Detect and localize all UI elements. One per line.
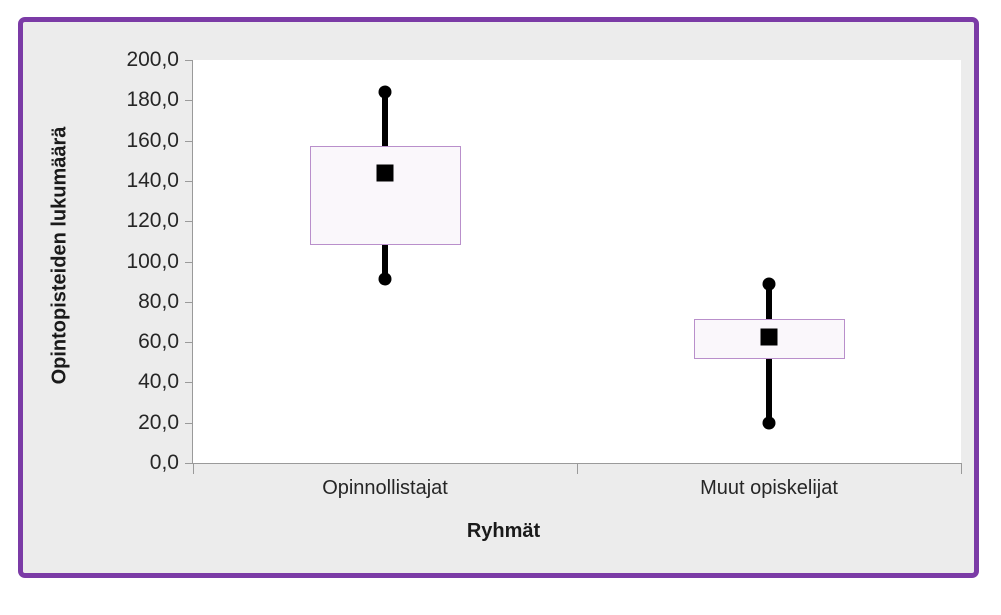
- mean-marker-1: [374, 162, 396, 184]
- value-axis-tick: [185, 382, 193, 384]
- value-axis-tick: [185, 100, 193, 102]
- mean-marker-2: [758, 326, 780, 348]
- category-label-1: Opinnollistajat: [322, 477, 448, 499]
- value-axis-tick-label: 120,0: [126, 209, 179, 233]
- value-axis-tick-label: 200,0: [126, 48, 179, 71]
- whisker-cap-low-1: [378, 272, 392, 286]
- whisker-cap-low-2: [762, 416, 776, 430]
- value-axis-tick-label: 100,0: [126, 249, 179, 273]
- value-axis-tick: [185, 342, 193, 344]
- value-axis-tick-label: 180,0: [126, 88, 179, 112]
- box-1: [309, 145, 461, 246]
- value-axis-tick: [185, 221, 193, 223]
- value-axis-tick: [185, 180, 193, 182]
- value-axis-tick-label: 140,0: [126, 168, 179, 192]
- category-axis-title: Ryhmät: [466, 520, 541, 542]
- value-axis-tick-label: 60,0: [138, 330, 179, 354]
- category-axis-tick: [961, 463, 962, 474]
- value-axis-tick-label: 80,0: [138, 289, 179, 313]
- category-label-2: Muut opiskelijat: [700, 477, 838, 499]
- value-axis-tick-label: 160,0: [126, 128, 179, 152]
- plot-area: [193, 60, 961, 463]
- value-axis-tick-label: 40,0: [138, 370, 179, 394]
- value-axis-tick: [185, 463, 193, 464]
- value-axis-tick: [185, 422, 193, 424]
- category-axis-tick: [193, 463, 194, 474]
- value-axis-tick-label: 0,0: [149, 451, 179, 474]
- value-axis-title: Opintopisteiden lukumäärä: [48, 126, 71, 385]
- category-axis-tick: [577, 463, 578, 474]
- chart-card: 200,0 180,0 160,0 140,0 120,0 100,0 80,0 60,0 40…: [18, 17, 979, 578]
- whisker-cap-high-2: [762, 277, 776, 291]
- value-axis-tick: [185, 140, 193, 142]
- value-axis-tick: [185, 301, 193, 303]
- value-axis-tick-label: 20,0: [138, 410, 179, 434]
- whisker-cap-high-1: [378, 85, 392, 99]
- value-axis-tick: [185, 261, 193, 263]
- value-axis-tick: [185, 60, 193, 61]
